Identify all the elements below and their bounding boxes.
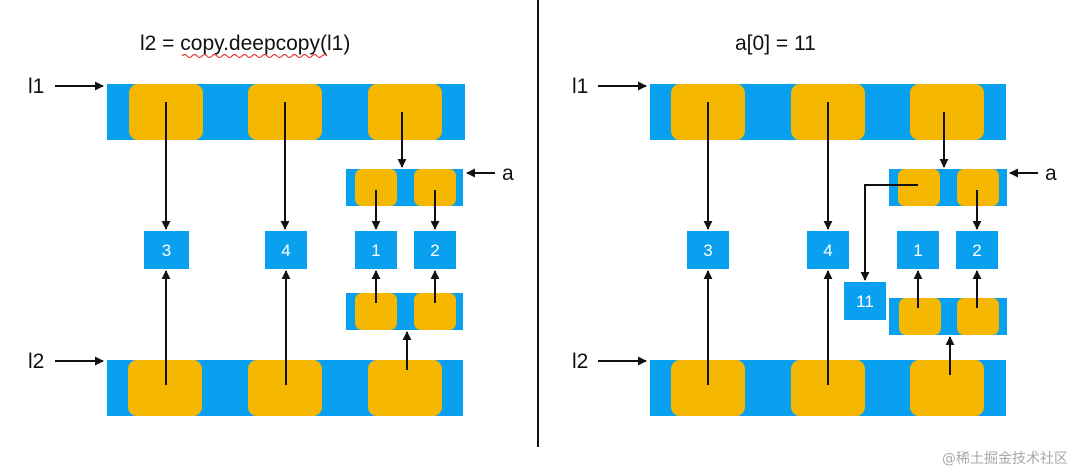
r-value-4-text: 4 <box>823 241 832 260</box>
watermark-text: @稀土掘金技术社区 <box>942 451 1068 467</box>
r-l1-slot-2 <box>910 84 984 140</box>
value-box-1 <box>355 231 397 269</box>
r-value-3-text: 3 <box>703 241 712 260</box>
r-value-2-text: 2 <box>972 241 981 260</box>
r-a-slot-0 <box>898 169 940 206</box>
r-arrow-a-0-to-11 <box>860 184 918 281</box>
value-box-3 <box>144 231 189 269</box>
value-box-4 <box>265 231 307 269</box>
l2-label: l2 <box>28 350 44 373</box>
l2-inner-slot-1 <box>414 293 456 330</box>
spellcheck-underline <box>181 53 328 59</box>
r-value-1-text: 1 <box>913 241 922 260</box>
l2-slot-1 <box>248 360 322 416</box>
right-caption: a[0] = 11 <box>735 32 816 55</box>
value-2-text: 2 <box>430 241 439 260</box>
r-l2-label: l2 <box>572 350 588 373</box>
l2-slot-0 <box>128 360 202 416</box>
l1-label: l1 <box>28 75 44 98</box>
r-l2-slot-2 <box>910 360 984 416</box>
l2-inner-slot-0 <box>355 293 397 330</box>
r-value-box-2 <box>956 231 998 269</box>
r-value-box-11 <box>844 282 886 320</box>
value-box-2 <box>414 231 456 269</box>
left-caption-code: copy.deepcopy <box>180 32 320 55</box>
r-a-label: a <box>1045 162 1057 185</box>
r-l2-inner-slot-1 <box>957 298 999 335</box>
r-a-slot-1 <box>957 169 999 206</box>
a-label: a <box>502 162 514 185</box>
r-l1-label: l1 <box>572 75 588 98</box>
r-l2-slot-0 <box>671 360 745 416</box>
value-4-text: 4 <box>281 241 290 260</box>
r-l2-inner-slot-0 <box>899 298 941 335</box>
r-value-box-3 <box>687 231 729 269</box>
left-panel: l2 = copy.deepcopy(l1) l1 a 3 4 1 2 l2 <box>28 32 514 416</box>
l2-slot-2 <box>368 360 442 416</box>
left-caption: l2 = copy.deepcopy(l1) <box>140 32 350 55</box>
left-reference-arrows <box>161 102 440 385</box>
value-1-text: 1 <box>371 241 380 260</box>
r-value-box-4 <box>807 231 849 269</box>
r-value-box-1 <box>897 231 939 269</box>
right-panel: a[0] = 11 l1 a 3 4 1 2 11 l2 <box>572 32 1057 416</box>
l1-slot-2 <box>368 84 442 140</box>
r-l2-slot-1 <box>791 360 865 416</box>
a-slot-0 <box>355 169 397 206</box>
right-reference-arrows <box>703 102 982 385</box>
a-slot-1 <box>414 169 456 206</box>
r-value-11-text: 11 <box>856 292 874 311</box>
value-3-text: 3 <box>162 241 171 260</box>
